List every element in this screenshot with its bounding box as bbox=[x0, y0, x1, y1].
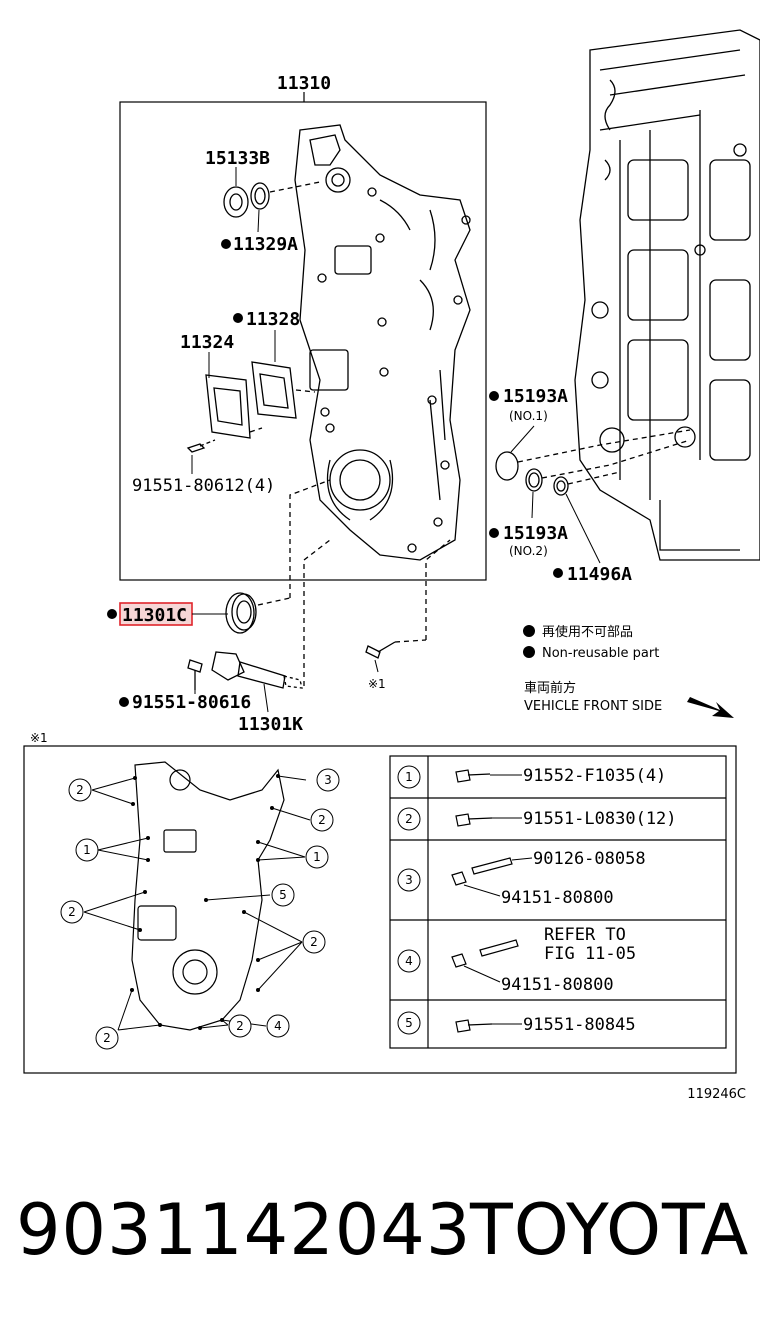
figure-code: 119246C bbox=[687, 1087, 746, 1102]
table-row-3: 3 90126-08058 94151-80800 bbox=[397, 849, 646, 908]
label-15133B: 15133B bbox=[205, 148, 270, 169]
legend-dot bbox=[523, 625, 535, 637]
non-reusable-dot bbox=[489, 391, 499, 401]
label-no1: (NO.1) bbox=[509, 409, 548, 423]
inset-leader-lines bbox=[83, 775, 311, 1031]
non-reusable-dot bbox=[233, 313, 243, 323]
timing-cover-drawing bbox=[294, 124, 471, 561]
table-row-4: 4 REFER TO FIG 11-05 94151-80800 bbox=[397, 925, 636, 995]
svg-text:5: 5 bbox=[405, 1016, 413, 1030]
bolt-icon bbox=[455, 813, 493, 827]
table-row-3-part-a: 90126-08058 bbox=[533, 849, 646, 869]
table-row-2-part: 91551-L0830(12) bbox=[523, 809, 677, 829]
table-row-5-part: 91551-80845 bbox=[523, 1015, 636, 1035]
bolt-table bbox=[389, 755, 727, 1049]
brand-name: TOYOTA bbox=[470, 1189, 750, 1271]
gasket-11324-drawing bbox=[186, 361, 316, 453]
label-11301C[interactable]: 11301C bbox=[122, 605, 187, 626]
svg-text:2: 2 bbox=[405, 812, 413, 826]
parts-diagram: 11310 15133B 11329A bbox=[23, 29, 760, 1102]
legend-non-reusable-en: Non-reusable part bbox=[542, 646, 659, 661]
label-91551-80612: 91551-80612(4) bbox=[132, 476, 275, 496]
table-row-4-ref-2: FIG 11-05 bbox=[544, 944, 636, 964]
legend-front-en: VEHICLE FRONT SIDE bbox=[524, 699, 662, 714]
label-91551-80616: 91551-80616 bbox=[132, 692, 251, 713]
o-rings-drawing bbox=[495, 429, 691, 496]
label-11301K: 11301K bbox=[238, 714, 303, 735]
svg-text:5: 5 bbox=[279, 888, 287, 902]
table-row-2: 2 91551-L0830(12) bbox=[397, 807, 677, 831]
non-reusable-dot bbox=[489, 528, 499, 538]
non-reusable-dot bbox=[107, 609, 117, 619]
label-11496A: 11496A bbox=[567, 564, 632, 585]
label-11328: 11328 bbox=[246, 309, 300, 330]
svg-text:1: 1 bbox=[83, 843, 91, 857]
table-row-3-part-b: 94151-80800 bbox=[501, 888, 614, 908]
svg-text:2: 2 bbox=[236, 1019, 244, 1033]
svg-text:1: 1 bbox=[313, 850, 321, 864]
table-row-1-part: 91552-F1035(4) bbox=[523, 766, 666, 786]
assembly-label: 11310 bbox=[277, 73, 331, 94]
legend-dot bbox=[523, 646, 535, 658]
svg-text:3: 3 bbox=[324, 773, 332, 787]
seal-15133B-drawing bbox=[223, 181, 321, 218]
svg-text:4: 4 bbox=[274, 1019, 282, 1033]
oil-seal-11301C-drawing bbox=[225, 479, 331, 634]
svg-text:2: 2 bbox=[318, 813, 326, 827]
label-no2: (NO.2) bbox=[509, 544, 548, 558]
sensor-11301K-drawing bbox=[187, 539, 451, 690]
table-row-5: 5 91551-80845 bbox=[397, 1011, 636, 1035]
svg-text:2: 2 bbox=[76, 783, 84, 797]
label-15193A-no1: 15193A bbox=[503, 386, 568, 407]
table-row-4-part-b: 94151-80800 bbox=[501, 975, 614, 995]
table-row-4-ref-1: REFER TO bbox=[544, 925, 626, 945]
bolt-icon bbox=[455, 769, 491, 783]
svg-text:3: 3 bbox=[405, 873, 413, 887]
inset-cover-drawing bbox=[131, 761, 285, 1031]
non-reusable-dot bbox=[221, 239, 231, 249]
front-direction-arrow-icon bbox=[687, 697, 734, 718]
svg-text:4: 4 bbox=[405, 954, 413, 968]
non-reusable-dot bbox=[553, 568, 563, 578]
inset-label: ※1 bbox=[30, 731, 48, 745]
non-reusable-dot bbox=[119, 697, 129, 707]
label-11329A: 11329A bbox=[233, 234, 298, 255]
inset-box bbox=[23, 745, 737, 1074]
table-row-1: 1 91552-F1035(4) bbox=[397, 765, 666, 789]
bolt-icon bbox=[455, 1019, 493, 1033]
part-number: 9031142043 bbox=[16, 1189, 472, 1271]
svg-text:2: 2 bbox=[68, 905, 76, 919]
engine-block-drawing bbox=[574, 29, 760, 561]
assembly-box bbox=[119, 101, 487, 581]
inset-callouts: 2 1 2 2 2 3 2 1 5 2 4 bbox=[60, 768, 340, 1050]
stud-bolt-icon bbox=[451, 939, 519, 968]
svg-text:1: 1 bbox=[405, 770, 413, 784]
svg-text:2: 2 bbox=[103, 1031, 111, 1045]
label-15193A-no2: 15193A bbox=[503, 523, 568, 544]
svg-text:2: 2 bbox=[310, 935, 318, 949]
label-ref-mark: ※1 bbox=[368, 677, 386, 691]
label-11324: 11324 bbox=[180, 332, 234, 353]
legend-front-jp: 車両前方 bbox=[524, 680, 576, 696]
stud-bolt-icon bbox=[451, 857, 513, 886]
legend-non-reusable-jp: 再使用不可部品 bbox=[542, 624, 633, 640]
